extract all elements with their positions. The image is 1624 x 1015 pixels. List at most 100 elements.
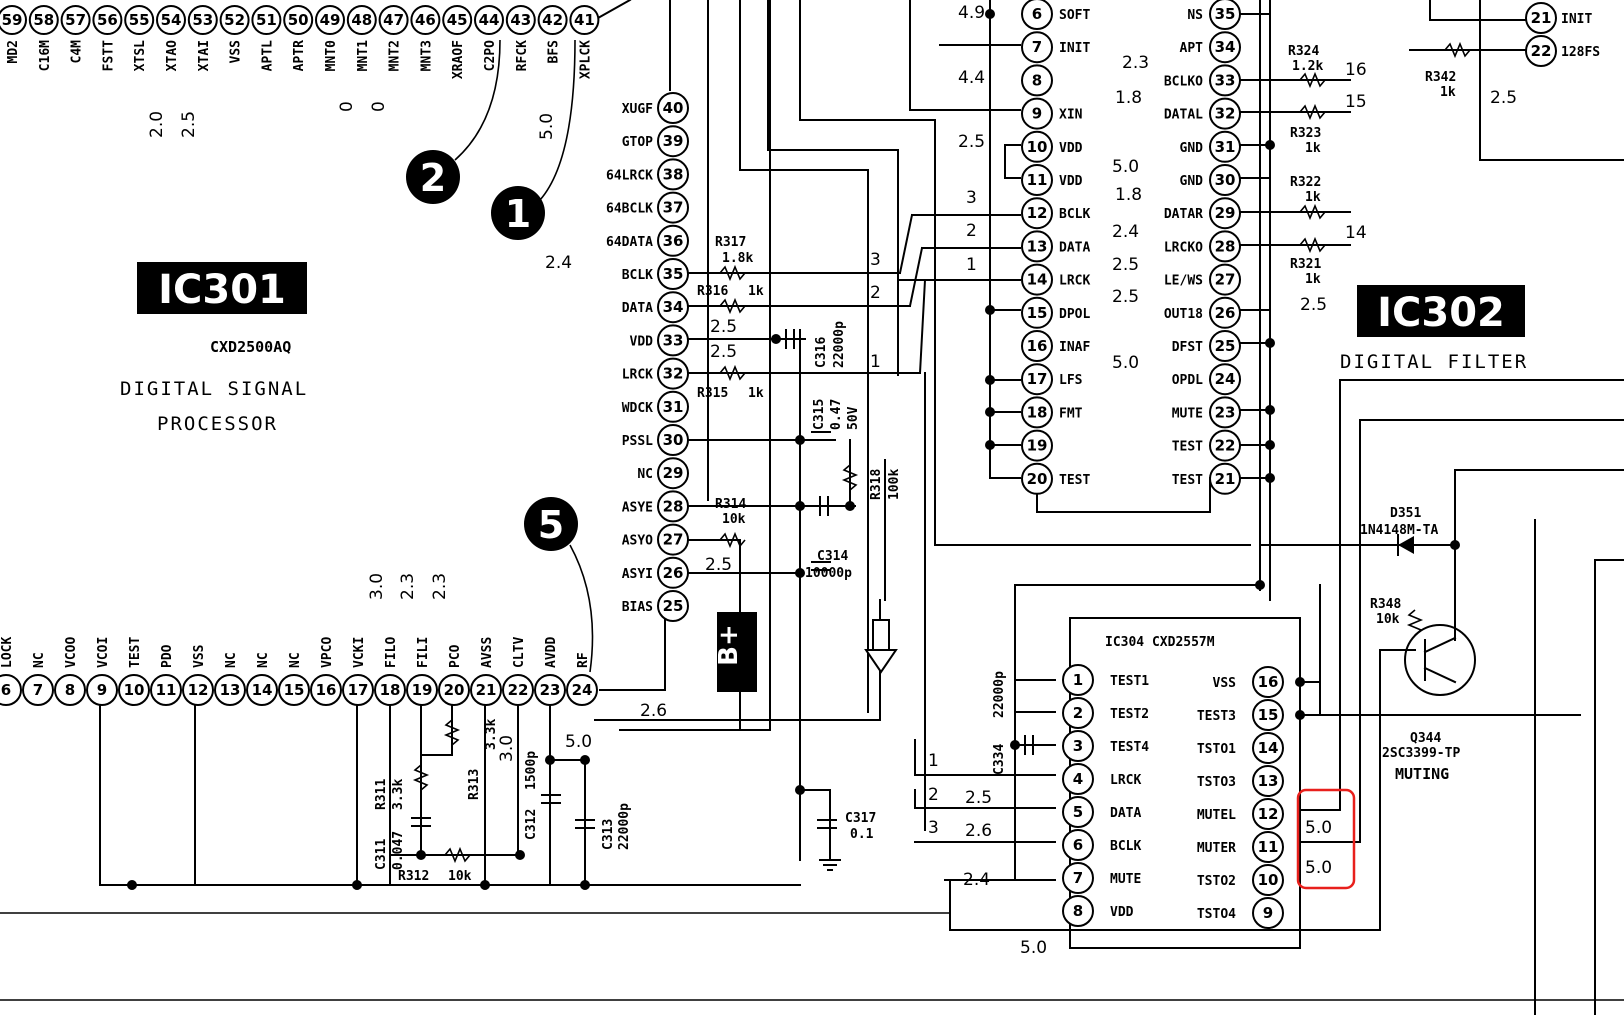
pin-signal-name: BCLK (1059, 207, 1090, 222)
pin-signal-name: LRCKO (1164, 240, 1203, 255)
voltage-ic302-datal: 1.8 (1115, 88, 1142, 108)
voltage-rf: 2.6 (640, 701, 667, 721)
pin-signal-name: C4M (70, 40, 85, 64)
pin-number: 29 (663, 464, 684, 482)
pin-number: 28 (663, 497, 684, 515)
pin-signal-name: C16M (38, 40, 53, 71)
label-r311-value: 3.3k (391, 779, 406, 810)
label-c312-value: 1500p (524, 751, 539, 790)
label-c334-value: 22000p (992, 671, 1007, 718)
label-q344-value: 2SC3399-TP (1382, 746, 1460, 761)
component-labels: R317 1.8k R316 1k R315 1k R314 10k R318 … (374, 44, 1460, 884)
pin-signal-name: TEST (1172, 473, 1203, 488)
bplus-label: B+ (714, 624, 744, 666)
label-r321-value: 1k (1305, 272, 1321, 287)
pin-signal-name: DATAL (1164, 108, 1203, 123)
pin-number: 29 (1215, 204, 1236, 222)
pin-signal-name: MUTER (1197, 841, 1236, 856)
pin-number: 4 (1073, 770, 1083, 788)
voltage-ic302-lrck: 2.5 (1112, 287, 1139, 307)
pin-number: 23 (1215, 403, 1236, 421)
pin-number: 15 (284, 681, 305, 699)
pin-number: 47 (383, 11, 404, 29)
label-r312-value: 10k (448, 869, 472, 884)
pin-number: 12 (1027, 204, 1048, 222)
pin-number: 1 (1073, 671, 1083, 689)
pin-number: 33 (1215, 71, 1236, 89)
pin-number: 32 (1215, 105, 1236, 123)
pin-number: 10 (1258, 871, 1279, 889)
ic301-bottom-pins: 6LOCK7NC8VCOO9VCOI10TEST11PDO12VSS13NC14… (0, 637, 598, 706)
pin-number: 17 (1027, 370, 1048, 388)
pin-number: 9 (1032, 105, 1042, 123)
marker-2: 2 (420, 156, 446, 200)
label-r316: R316 (697, 284, 728, 299)
pin-number: 32 (663, 365, 684, 383)
label-c314-value: 10000p (805, 566, 852, 581)
pin-signal-name: XTSL (133, 40, 148, 71)
label-c311: C311 (374, 839, 389, 870)
ic301-title-block: IC301 CXD2500AQ DIGITAL SIGNAL PROCESSOR (120, 262, 307, 435)
pin-number: 38 (663, 165, 684, 183)
pin-signal-name: DFST (1172, 340, 1203, 355)
pin-signal-name: TEST2 (1110, 707, 1149, 722)
pin-signal-name: GTOP (622, 135, 653, 150)
label-d351-value: 1N4148M-TA (1360, 523, 1438, 538)
pin-number: 23 (540, 681, 561, 699)
label-q344-function: MUTING (1395, 765, 1449, 783)
net-2b: 2 (966, 221, 977, 241)
pin-number: 13 (1027, 237, 1048, 255)
pin-signal-name: MUTE (1172, 406, 1203, 421)
voltage-ic302-data: 2.5 (1112, 255, 1139, 275)
pin-number: 18 (380, 681, 401, 699)
pin-signal-name: VCOI (96, 637, 111, 668)
pin-signal-name: VSS (229, 40, 244, 64)
pin-signal-name: APTR (292, 40, 307, 71)
pin-signal-name: MD2 (6, 40, 21, 63)
ic302-right-pins: 35NS34APT33BCLKO32DATAL31GND30GND29DATAR… (1164, 0, 1241, 495)
pin-number: 59 (2, 11, 23, 29)
net-3a: 3 (870, 250, 881, 270)
marker-5: 5 (538, 503, 564, 547)
label-r323: R323 (1290, 126, 1321, 141)
pin-signal-name: 64DATA (606, 235, 653, 250)
pin-signal-name: BCLK (1110, 839, 1141, 854)
voltage-ic304-mutel: 5.0 (1305, 818, 1332, 838)
pin-signal-name: ASYI (622, 567, 653, 582)
pin-signal-name: MUTEL (1197, 808, 1236, 823)
pin-signal-name: BIAS (622, 600, 653, 615)
pin-number: 20 (1027, 470, 1048, 488)
net-15: 15 (1345, 92, 1367, 112)
pin-number: 9 (1263, 904, 1273, 922)
diode-d351 (1397, 534, 1414, 556)
voltage-ic304-mute: 2.4 (963, 870, 990, 890)
pin-number: 31 (1215, 138, 1236, 156)
pin-number: 41 (574, 11, 595, 29)
pin-number: 16 (1027, 337, 1048, 355)
label-r322: R322 (1290, 175, 1321, 190)
pin-signal-name: 128FS (1561, 45, 1600, 60)
voltage-avdd: 5.0 (565, 732, 592, 752)
